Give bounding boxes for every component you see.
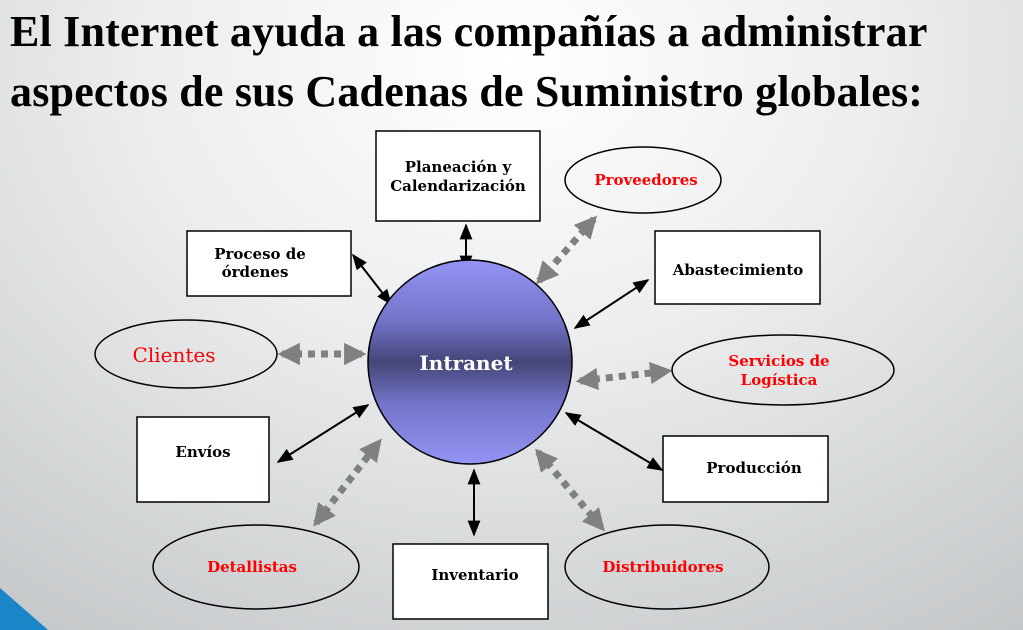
ellipse-detallistas (152, 524, 360, 610)
ellipse-distribuidores (564, 524, 770, 610)
intranet-circle (367, 259, 573, 465)
clientes-label: Clientes (133, 343, 216, 367)
proveedores-label: Proveedores (594, 171, 697, 189)
abastecimiento-label: Abastecimiento (672, 261, 804, 279)
corner-accent (0, 588, 48, 630)
proceso-label-2: órdenes (222, 263, 289, 281)
planeacion-label-2: Calendarización (390, 177, 526, 195)
box-inventario (392, 543, 549, 620)
planeacion-label-1: Planeación y (405, 158, 513, 176)
box-produccion (662, 435, 829, 503)
box-proceso-ordenes (186, 230, 352, 297)
servicios-label-1: Servicios de (728, 352, 829, 370)
arrow-abastecimiento (573, 279, 650, 329)
arrow-proceso (352, 253, 392, 306)
envios-label: Envíos (175, 443, 230, 461)
produccion-label: Producción (706, 459, 802, 477)
inventario-label: Inventario (431, 566, 518, 584)
distribuidores-label: Distribuidores (602, 558, 723, 576)
ellipse-servicios-logistica (671, 334, 895, 406)
dotted-arrow-servicios (575, 361, 673, 391)
dotted-arrow-distribuidores (535, 448, 605, 532)
title-line-1: El Internet ayuda a las compañías a admi… (10, 7, 928, 56)
box-envios (136, 416, 270, 503)
proceso-label-1: Proceso de (214, 245, 306, 263)
servicios-label-2: Logística (741, 371, 818, 389)
ellipse-clientes (94, 319, 278, 389)
box-planeacion (375, 130, 541, 222)
arrow-produccion (564, 412, 664, 471)
dotted-arrow-detallistas (313, 438, 382, 527)
detallistas-label: Detallistas (207, 558, 297, 576)
arrow-envios (276, 404, 370, 463)
dotted-arrow-proveedores (536, 215, 597, 285)
ellipse-proveedores (564, 146, 722, 214)
intranet-label: Intranet (419, 351, 513, 375)
title-line-2: aspectos de sus Cadenas de Suministro gl… (10, 67, 924, 116)
box-abastecimiento (654, 230, 821, 305)
